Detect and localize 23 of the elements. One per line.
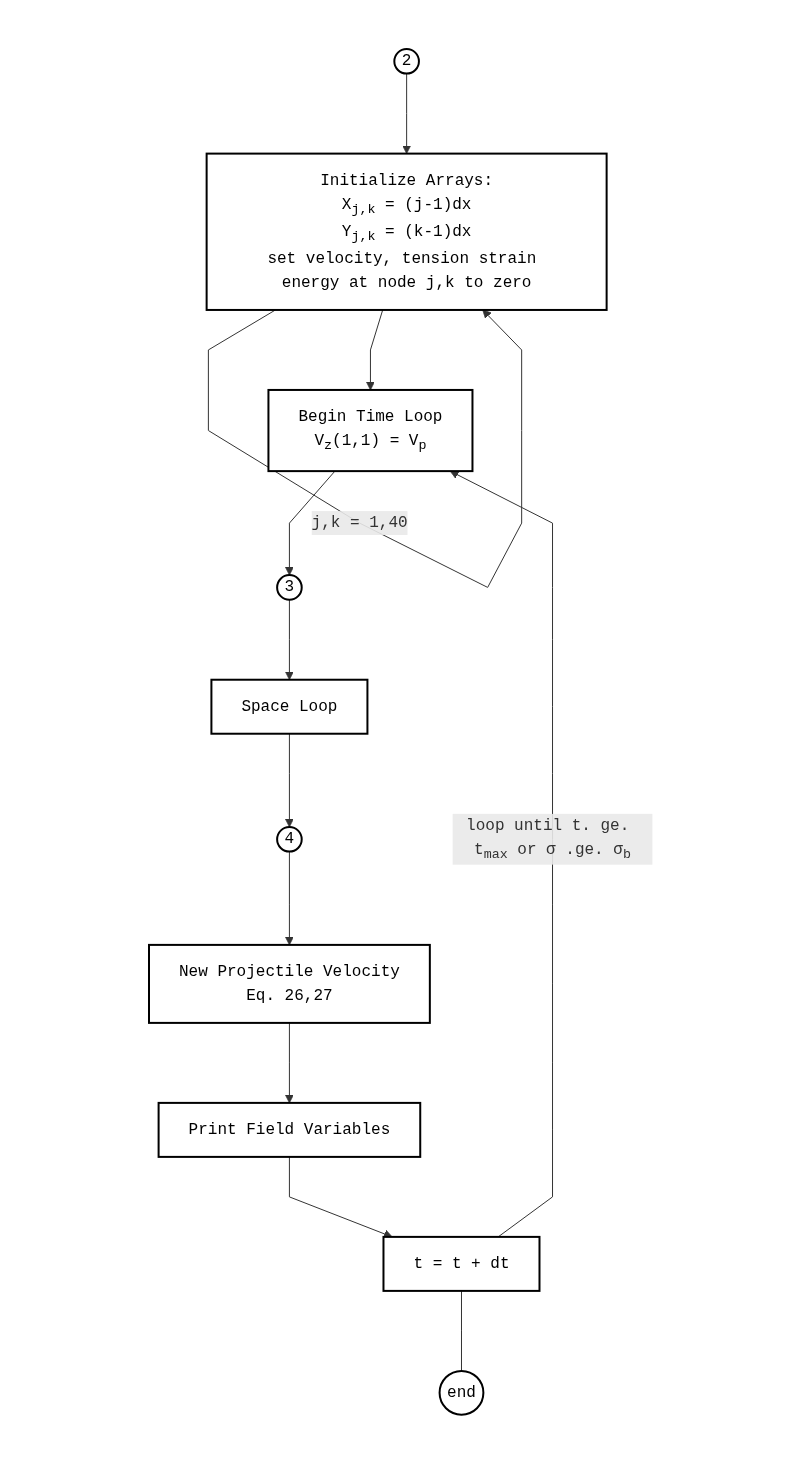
node-circle: 2 [393,47,420,75]
node-box: Print Field Variables [157,1101,421,1158]
connector [460,1290,462,1372]
node-circle: 4 [275,825,303,853]
arrow [284,732,294,828]
edge-label: j,k = 1,40 [311,513,408,532]
node-box: t = t + dt [382,1235,541,1292]
arrow [401,72,411,154]
arrow [284,850,294,945]
node-box: New Projectile Velocity Eq. 26,27 [147,943,431,1024]
edge-label: loop until t. ge. t$_{max}$ or σ .ge. σ$_{b}$ [465,816,631,862]
arrow [288,1156,393,1238]
node-box: Initialize Arrays: X$_{j,k}$ = (j-1)dx Y$_{j,k}$ = (k-1)dx set velocity, tension strain energy at node j,k to zero [205,152,608,311]
arrow [284,1022,294,1103]
node-circle: end [438,1369,485,1416]
node-circle: 3 [275,573,303,601]
node-box: Begin Time Loop V$_{z}$(1,1) = V$_{p}$ [267,388,474,472]
node-box: Space Loop [210,678,369,735]
arrow [365,309,383,390]
arrow [284,470,336,576]
arrow [284,598,294,680]
arrow [449,470,553,1238]
arrow [207,309,522,588]
